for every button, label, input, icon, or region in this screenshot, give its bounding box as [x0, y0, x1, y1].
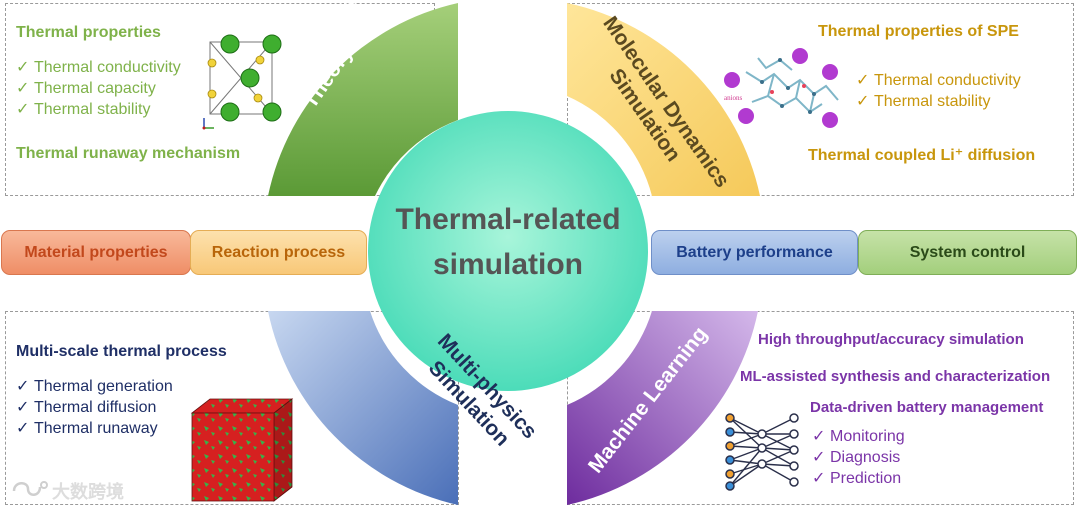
tl-item: ✓Thermal capacity [16, 80, 156, 97]
tr-item: ✓Thermal stability [856, 93, 991, 110]
tr-footer: Thermal coupled Li⁺ diffusion [808, 147, 1036, 164]
check-icon: ✓ [16, 420, 30, 437]
microstructure-cube-image [190, 398, 294, 502]
tl-list: ✓Thermal conductivity ✓Thermal capacity … [16, 57, 181, 120]
br-item: ✓Diagnosis [812, 449, 901, 466]
br-line3: Data-driven battery management [810, 399, 1044, 416]
check-icon: ✓ [856, 93, 870, 110]
bl-title: Multi-scale thermal process [16, 343, 227, 360]
br-line2: ML-assisted synthesis and characterizati… [740, 368, 1051, 385]
arc-mp [268, 311, 458, 505]
check-icon: ✓ [16, 399, 30, 416]
check-icon: ✓ [812, 470, 826, 487]
check-icon: ✓ [856, 72, 870, 89]
center-title-line2: simulation [432, 248, 583, 281]
check-icon: ✓ [16, 59, 30, 76]
neural-network-icon [725, 413, 799, 491]
bl-list: ✓Thermal generation ✓Thermal diffusion ✓… [16, 376, 173, 439]
tr-title: Thermal properties of SPE [818, 23, 1019, 40]
polymer-molecule-image: anions [724, 48, 839, 128]
bl-item: ✓Thermal diffusion [16, 399, 157, 416]
center-circle [368, 111, 648, 391]
pill-reaction-process: Reaction process [190, 230, 367, 275]
tl-item: ✓Thermal conductivity [16, 59, 181, 76]
tl-title: Thermal properties [16, 24, 161, 41]
bl-item: ✓Thermal generation [16, 378, 173, 395]
arc-md [567, 3, 760, 196]
pill-material-properties: Material properties [1, 230, 191, 275]
br-list: ✓Monitoring ✓Diagnosis ✓Prediction [812, 426, 905, 489]
tr-item: ✓Thermal conductivity [856, 72, 1021, 89]
br-item: ✓Prediction [812, 470, 902, 487]
check-icon: ✓ [16, 80, 30, 97]
crystal-structure-image [202, 34, 282, 130]
watermark-text: 大数跨境 [52, 482, 124, 503]
br-item: ✓Monitoring [812, 428, 905, 445]
tl-item: ✓Thermal stability [16, 101, 151, 118]
arc-ml [567, 311, 758, 505]
panel-bottom-left [5, 311, 459, 505]
anions-label: anions [724, 94, 743, 102]
check-icon: ✓ [812, 449, 826, 466]
tl-footer: Thermal runaway mechanism [16, 145, 241, 162]
bl-item: ✓Thermal runaway [16, 420, 158, 437]
br-line1: High throughput/accuracy simulation [758, 331, 1024, 348]
pill-battery-performance: Battery performance [651, 230, 858, 275]
watermark-logo-icon [12, 481, 48, 496]
check-icon: ✓ [16, 101, 30, 118]
check-icon: ✓ [812, 428, 826, 445]
pill-system-control: System control [858, 230, 1077, 275]
check-icon: ✓ [16, 378, 30, 395]
arc-dft [268, 3, 458, 196]
tr-list: ✓Thermal conductivity ✓Thermal stability [856, 70, 1021, 112]
panel-top-right [567, 3, 1074, 196]
center-title-line1: Thermal-related [395, 203, 621, 236]
